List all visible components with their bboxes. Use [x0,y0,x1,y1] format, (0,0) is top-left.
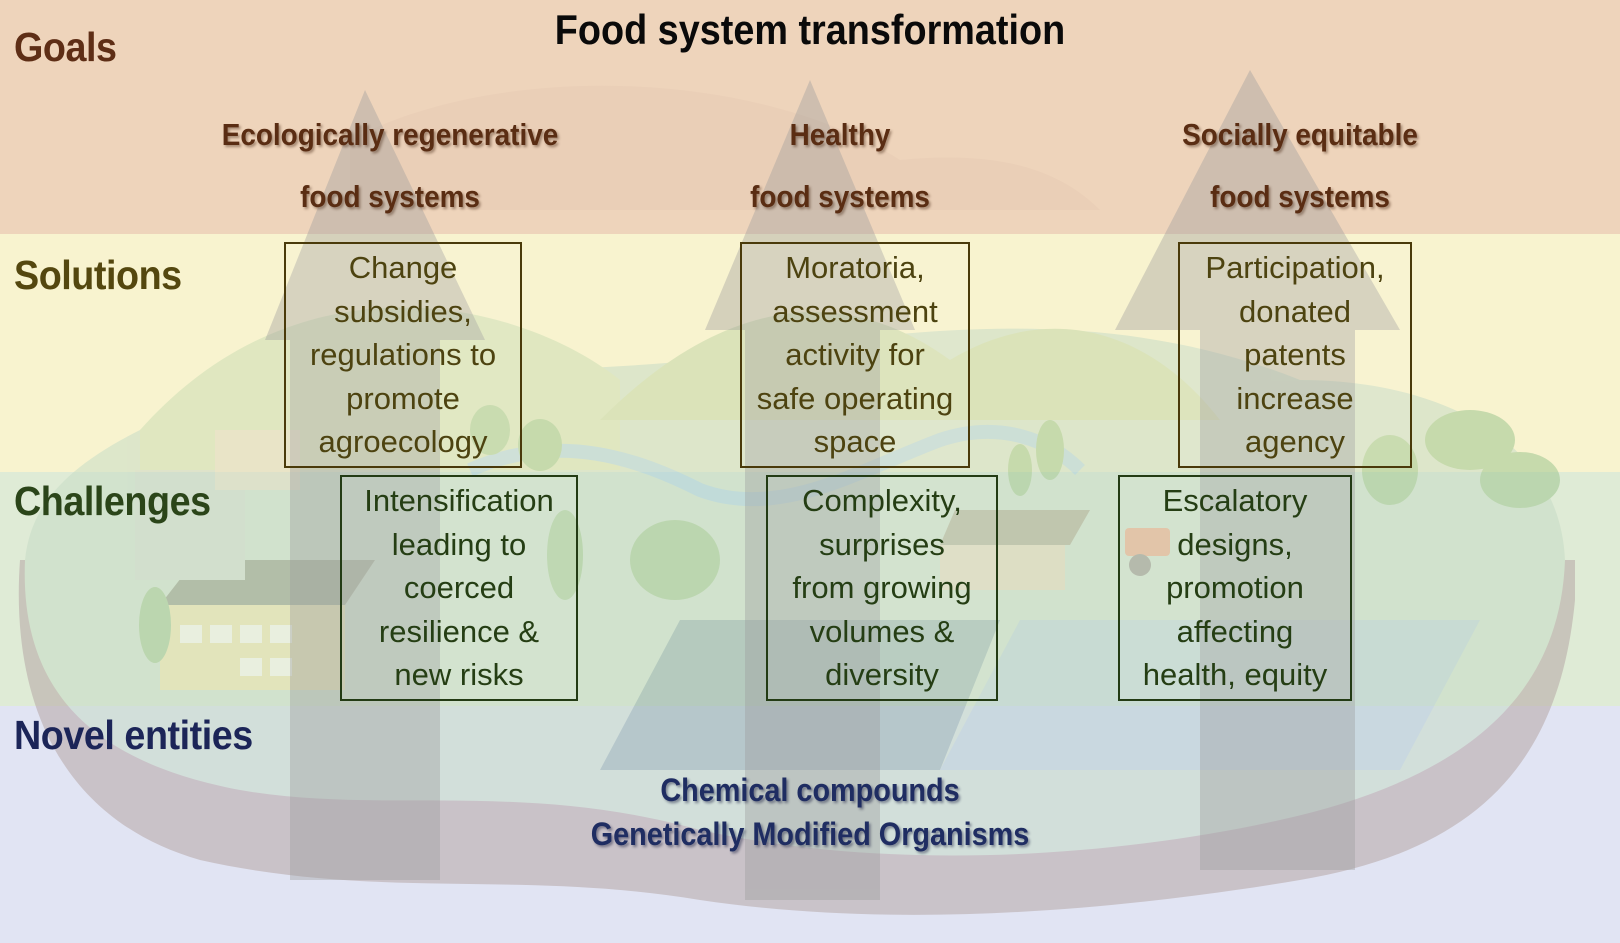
box-line: new risks [394,657,524,692]
arrow-healthy [705,80,915,900]
section-label-solutions: Solutions [14,252,182,298]
goal-socially-equitable: Socially equitable food systems [1156,104,1444,228]
box-line: increase [1236,380,1354,416]
box-line: Intensification [364,483,554,518]
box-line: regulations to [309,337,497,372]
box-line: designs, [1177,526,1293,562]
box-line: assessment [772,293,938,329]
section-label-goals: Goals [14,24,117,70]
diagram-title: Food system transformation [554,6,1066,53]
box-line: subsidies, [334,293,472,329]
box-line: Complexity, [802,483,962,518]
box-line: Moratoria, [785,250,925,285]
box-line: volumes & [809,613,955,649]
box-line: diversity [825,657,939,692]
box-line: resilience & [378,613,540,649]
river [467,425,1085,507]
box-line: affecting [1176,613,1294,649]
box-line: surprises [819,526,945,562]
challenge-box-healthy: Complexity, surprises from growing volum… [766,475,998,701]
box-line: health, equity [1142,657,1328,692]
goal-line: Socially equitable [1182,117,1418,152]
box-line: from growing [792,570,972,605]
box-line: donated [1238,293,1352,329]
hill-center [600,312,1220,420]
goal-line: Ecologically regenerative [221,117,559,152]
goal-ecologically-regenerative: Ecologically regenerative food systems [210,104,570,228]
field-dark [600,620,1000,770]
tractor [1125,528,1170,556]
arrow-equitable [1115,70,1400,870]
goal-healthy: Healthy food systems [705,104,975,228]
solution-box-ecological: Change subsidies, regulations to promote… [284,242,522,468]
novel-entity-gmo: Genetically Modified Organisms [590,816,1030,852]
box-line: promote [346,380,460,416]
solution-box-healthy: Moratoria, assessment activity for safe … [740,242,970,468]
box-line: agroecology [318,424,488,459]
box-line: Change [348,250,458,285]
box-line: Escalatory [1162,483,1308,518]
barn-roof [940,510,1090,545]
box-line: activity for [785,337,925,372]
goal-line: food systems [1210,179,1390,214]
box-line: agency [1245,424,1345,459]
hill-top [350,85,1100,210]
challenge-box-ecological: Intensification leading to coerced resil… [340,475,578,701]
novel-entity-chemical-compounds: Chemical compounds [660,772,960,808]
novel-entities-list: Chemical compounds Genetically Modified … [45,768,1575,856]
box-line: patents [1244,337,1346,372]
box-line: leading to [391,526,527,562]
box-line: coerced [403,570,515,605]
arrow-ecological [265,90,485,880]
box-line: promotion [1166,570,1304,605]
goal-line: food systems [750,179,930,214]
section-label-novel-entities: Novel entities [14,712,253,758]
box-line: Participation, [1205,250,1385,285]
field-striped [940,620,1480,770]
section-label-challenges: Challenges [14,478,211,524]
box-line: safe operating [756,380,954,416]
challenge-box-equitable: Escalatory designs, promotion affecting … [1118,475,1352,701]
box-line: space [813,424,897,459]
solution-box-equitable: Participation, donated patents increase … [1178,242,1412,468]
goal-line: food systems [300,179,480,214]
barn-wall [940,545,1065,590]
goal-line: Healthy [789,117,891,152]
